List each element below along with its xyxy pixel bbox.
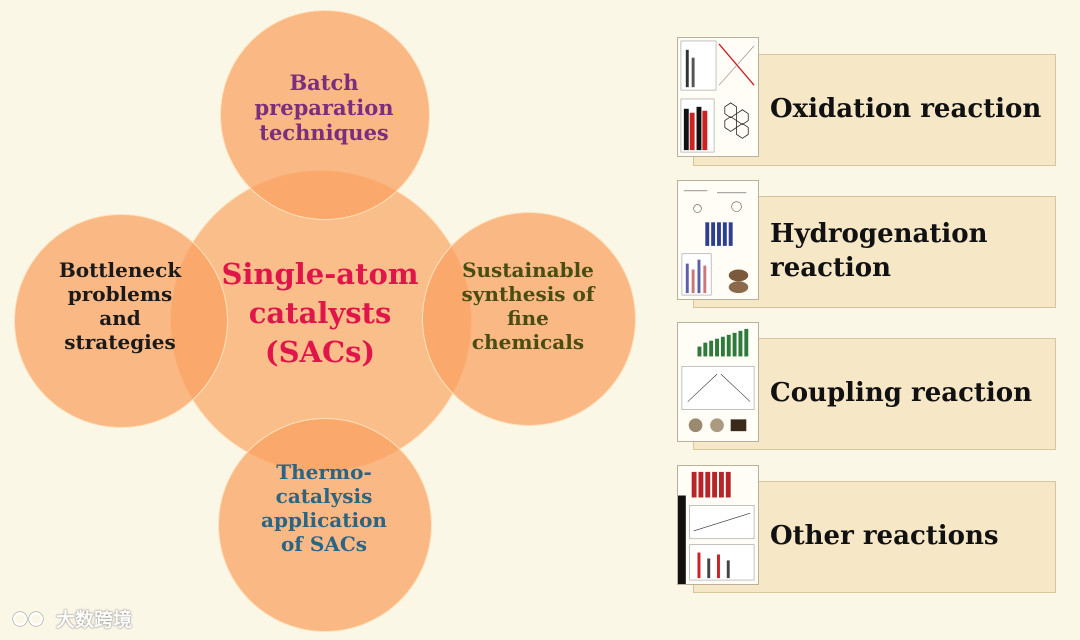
sacs-center-label: Single-atom catalysts (SACs) — [200, 255, 440, 372]
left-label-line: and — [99, 306, 141, 330]
card-label: Oxidation reaction — [770, 94, 1042, 125]
oxidation-figure-thumbnail — [677, 37, 759, 157]
bottleneck-label: Bottleneck problems and strategies — [36, 258, 204, 354]
watermark-logo-icon — [12, 611, 44, 627]
left-label-line: Bottleneck — [58, 258, 182, 282]
center-label-line: catalysts — [248, 296, 392, 331]
other-reactions-figure-thumbnail — [677, 465, 759, 585]
card-label: Hydrogenation reaction — [770, 218, 1047, 286]
card-label: Other reactions — [770, 521, 999, 552]
sac-venn-diagram: Batch preparation techniques Single-atom… — [14, 10, 636, 632]
coupling-figure-thumbnail — [677, 322, 759, 442]
left-circle — [14, 214, 228, 428]
center-label-line: (SACs) — [264, 335, 376, 370]
left-label-line: problems — [67, 282, 173, 306]
top-label-line: Batch — [289, 70, 359, 95]
left-label-line: strategies — [64, 330, 176, 354]
card-label: Coupling reaction — [770, 378, 1033, 409]
watermark: 大数跨境 — [10, 604, 132, 632]
bottom-circle — [218, 418, 432, 632]
top-circle — [220, 10, 430, 220]
card-label-line: reaction — [770, 253, 892, 283]
bottom-label-line: application — [261, 508, 387, 532]
right-label-line: synthesis of — [461, 282, 595, 306]
bottom-label-line: of SACs — [280, 532, 368, 556]
top-label-line: preparation — [254, 95, 394, 121]
center-label-line: Single-atom — [221, 257, 419, 291]
watermark-text: 大数跨境 — [56, 608, 133, 631]
thermocatalysis-label: Thermo- catalysis application of SACs — [234, 460, 414, 556]
right-label-line: fine — [507, 306, 549, 330]
sustainable-synthesis-label: Sustainable synthesis of fine chemicals — [440, 258, 616, 354]
right-label-line: chemicals — [471, 330, 585, 354]
hydrogenation-figure-thumbnail — [677, 180, 759, 300]
top-label-line: techniques — [259, 120, 389, 146]
right-circle — [422, 212, 636, 426]
bottom-label-line: Thermo- — [276, 460, 372, 484]
right-label-line: Sustainable — [462, 258, 594, 282]
card-label-line: Hydrogenation — [770, 219, 988, 250]
bottom-label-line: catalysis — [275, 484, 373, 508]
batch-preparation-label: Batch preparation techniques — [234, 70, 414, 146]
